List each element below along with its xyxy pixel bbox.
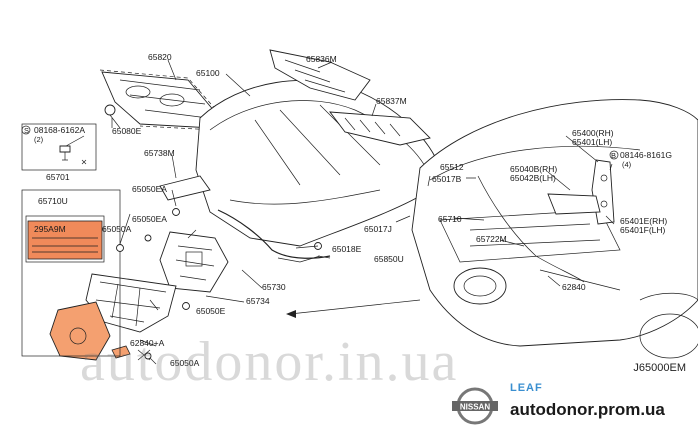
bolt-symbol: S <box>21 125 31 135</box>
label-65701: 65701 <box>46 172 70 182</box>
label-bolt2-qty: (4) <box>622 160 632 169</box>
label-65734: 65734 <box>246 296 270 306</box>
label-65017B: 65017B <box>432 174 462 184</box>
label-65080E: 65080E <box>112 126 142 136</box>
label-65400RH: 65400(RH) <box>572 128 614 138</box>
label-bolt: 08168-6162A <box>34 125 85 135</box>
label-62840A: 62840+A <box>130 338 165 348</box>
label-bolt-qty: (2) <box>34 135 44 144</box>
label-65730: 65730 <box>262 282 286 292</box>
hood-cable <box>477 175 585 283</box>
label-65401LH: 65401(LH) <box>572 137 612 147</box>
label-65018E: 65018E <box>332 244 362 254</box>
label-65512: 65512 <box>440 162 464 172</box>
label-62840: 62840 <box>562 282 586 292</box>
label-65738M: 65738M <box>144 148 175 158</box>
label-code: 295A9M <box>34 224 66 234</box>
label-65040B: 65040B(RH) <box>510 164 557 174</box>
site-url[interactable]: autodonor.prom.ua <box>510 400 665 419</box>
brand-leaf: LEAF <box>510 382 543 394</box>
diagram-code: J65000EM <box>633 362 686 374</box>
svg-text:S: S <box>24 126 29 135</box>
label-65401E: 65401E(RH) <box>620 216 667 226</box>
label-65042B: 65042B(LH) <box>510 173 556 183</box>
ledge-65837M <box>329 111 431 146</box>
label-bolt2: 08146-8161G <box>620 150 672 160</box>
label-65100: 65100 <box>196 68 220 78</box>
label-65820: 65820 <box>148 52 172 62</box>
nissan-logo-text: NISSAN <box>460 403 490 412</box>
label-65017J: 65017J <box>364 224 392 234</box>
bolt-part <box>59 145 87 165</box>
watermark: autodonor.in.ua <box>80 331 459 393</box>
label-65837M: 65837M <box>376 96 407 106</box>
support-rod <box>217 209 331 259</box>
grille-panel-highlight <box>49 301 111 361</box>
hood-ledge-65836M <box>269 49 371 101</box>
nissan-logo-icon: NISSAN <box>452 387 498 425</box>
svg-text:B: B <box>611 151 616 160</box>
pointer-line <box>289 299 421 315</box>
group-frame <box>21 189 121 357</box>
hood-hinge-65400 <box>547 159 615 225</box>
label-65401F: 65401F(LH) <box>620 225 666 235</box>
clip-65080E <box>104 104 116 116</box>
small-part-highlight <box>111 345 131 359</box>
bolt2-symbol: B <box>609 150 619 160</box>
label-65710U: 65710U <box>38 196 68 206</box>
label-65050EA-2: 65050EA <box>132 214 167 224</box>
label-plate <box>27 220 103 260</box>
label-65722M: 65722M <box>476 234 507 244</box>
car-body <box>411 99 698 359</box>
label-65836M: 65836M <box>306 54 337 64</box>
hood-lock-65730 <box>159 231 229 293</box>
label-65050EA: 65050EA <box>132 184 167 194</box>
label-65050A-2: 65050A <box>170 358 200 368</box>
label-65050E: 65050E <box>196 306 226 316</box>
seal-65738M <box>159 175 211 201</box>
hood-lock-bracket-65701 <box>85 273 177 333</box>
bolt-box <box>21 123 97 171</box>
label-65710: 65710 <box>438 214 462 224</box>
label-65050A-1: 65050A <box>102 224 132 234</box>
label-65850U: 65850U <box>374 254 404 264</box>
